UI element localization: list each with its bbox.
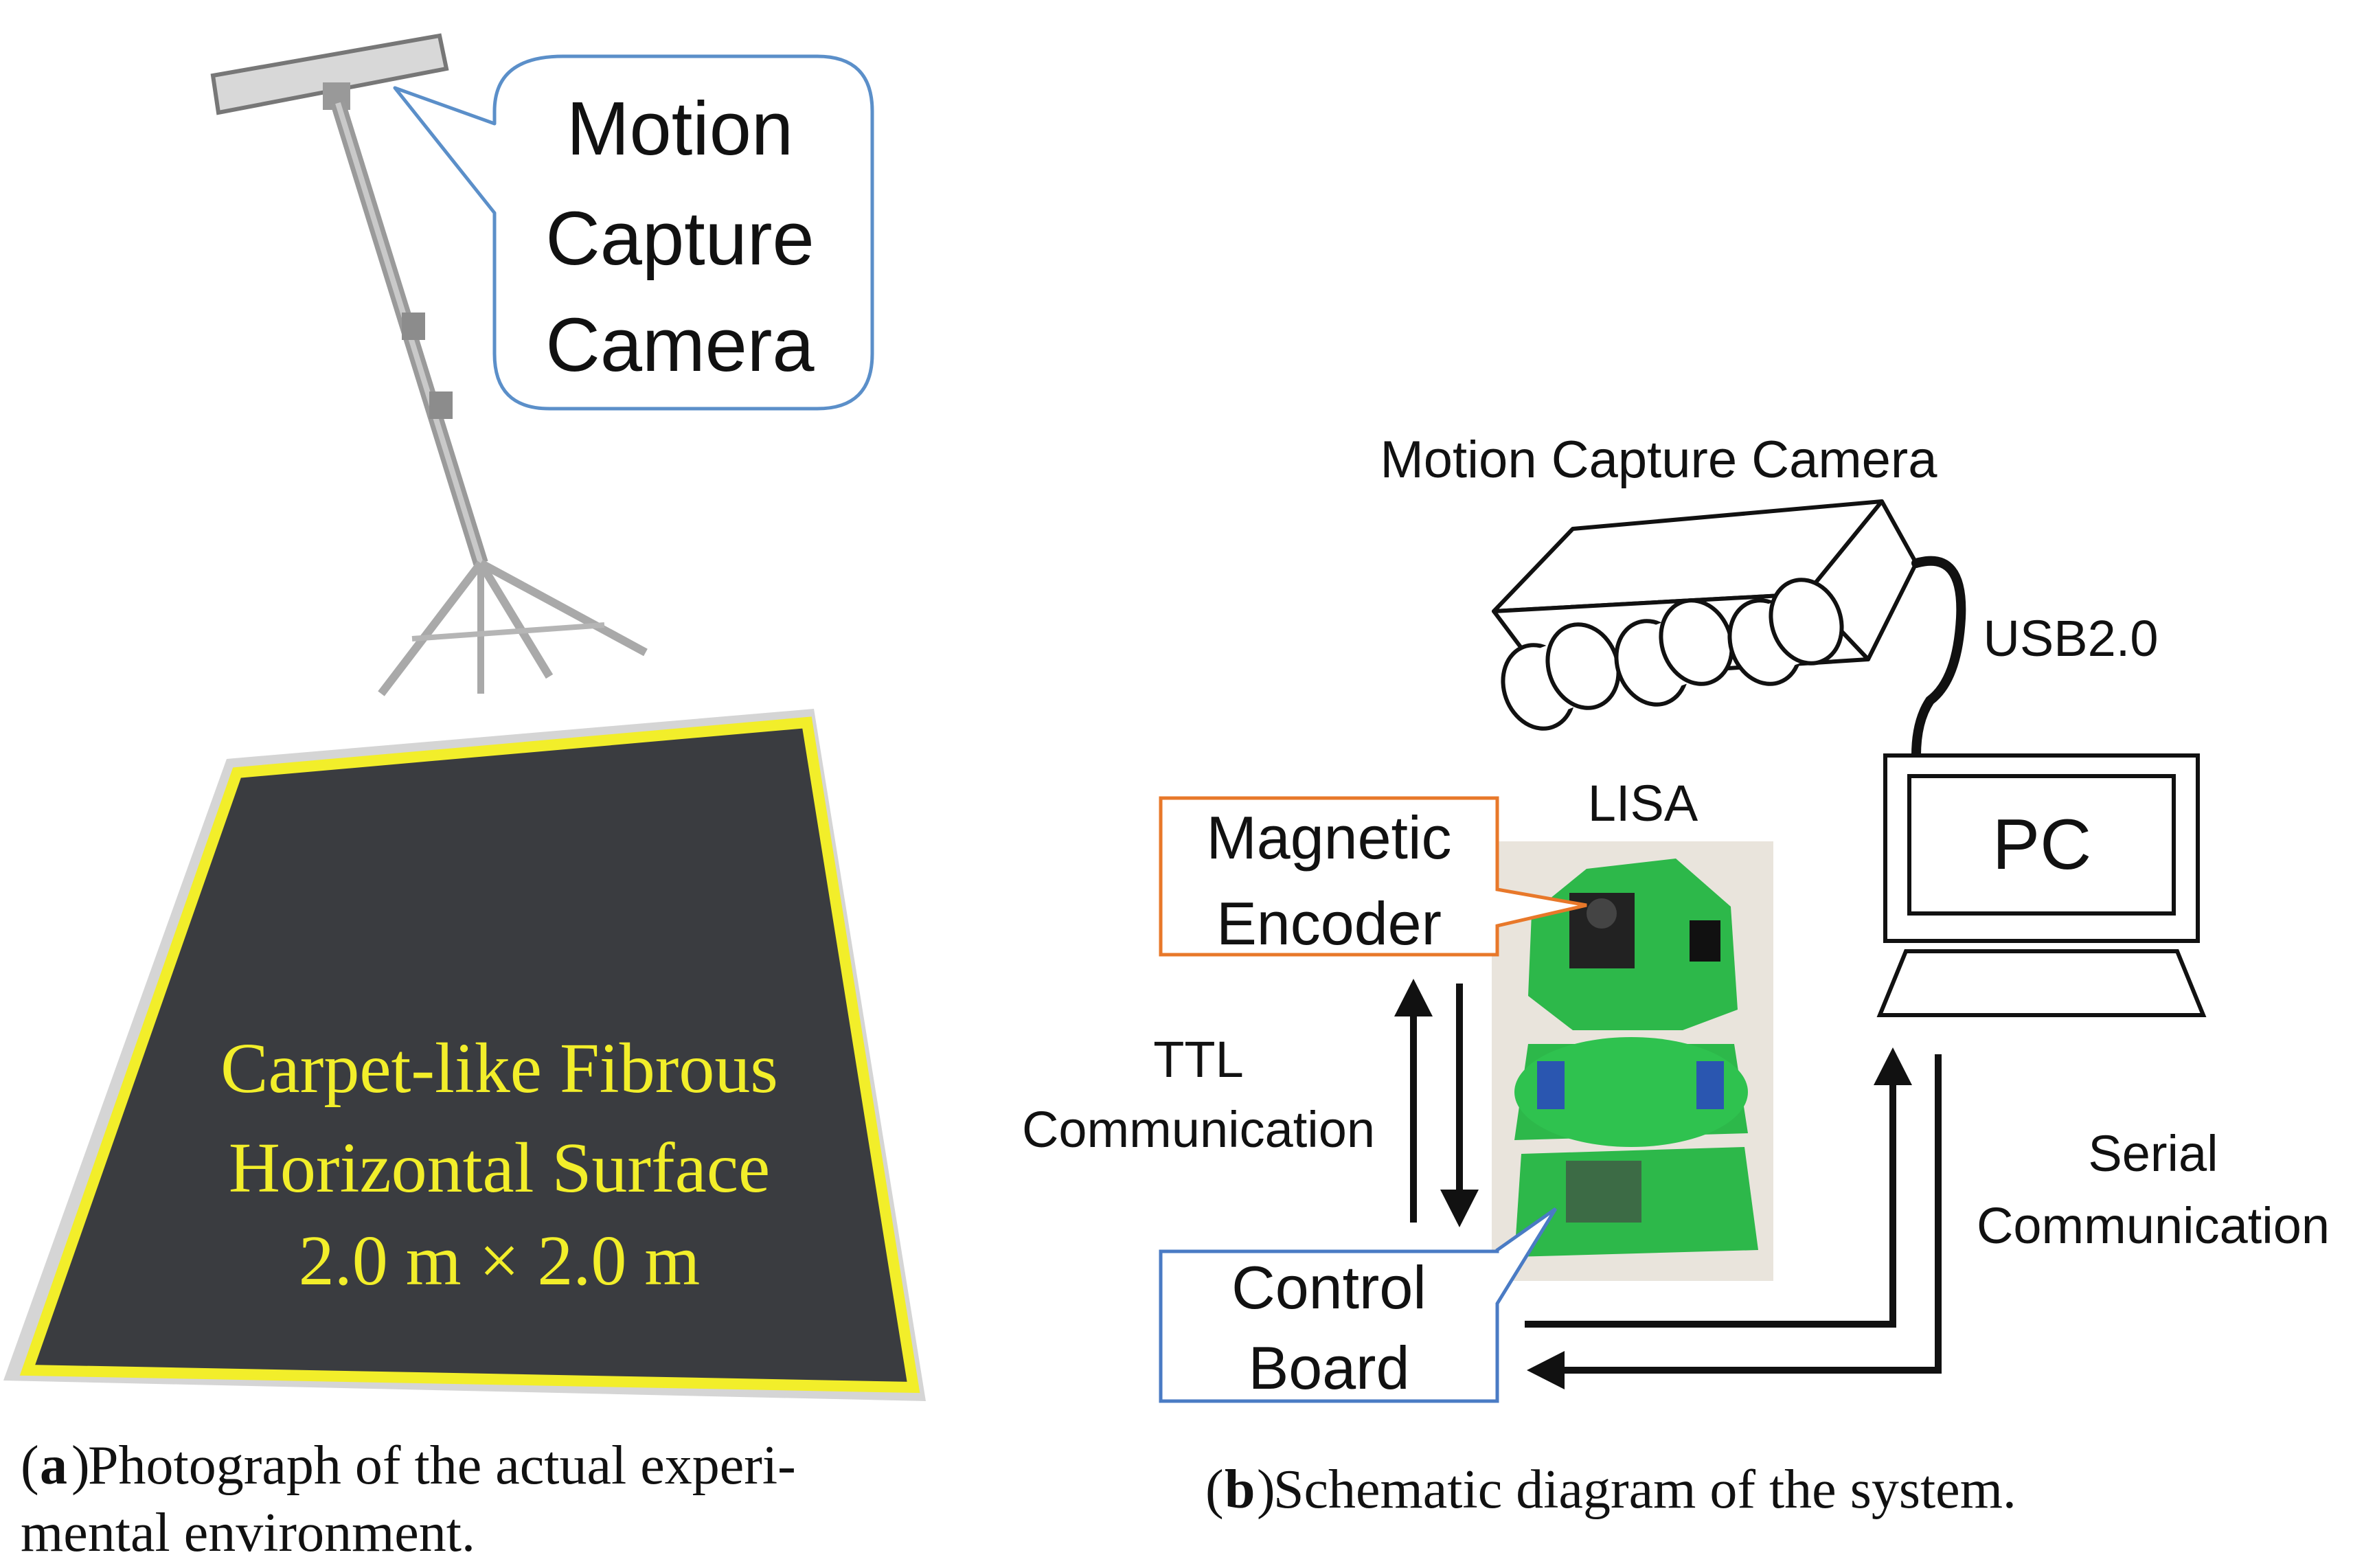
- ttl-label-line1: TTL: [1153, 1031, 1244, 1088]
- pc-label: PC: [1992, 805, 2091, 885]
- caption-a-line2: mental environment.: [21, 1503, 475, 1563]
- caption-a: ( a ) Photograph of the actual experi- m…: [21, 1435, 796, 1563]
- ttl-label-line2: Communication: [1022, 1101, 1375, 1158]
- callout-text-line2: Capture: [545, 196, 814, 281]
- control-label-line2: Board: [1249, 1334, 1410, 1402]
- motion-capture-camera-icon: [1492, 499, 1918, 731]
- callout-text-line1: Motion: [567, 87, 793, 171]
- surface-label-line2: Horizontal Surface: [229, 1128, 770, 1207]
- camera-tripod-photo: [210, 33, 648, 696]
- camera-callout: Motion Capture Camera: [393, 54, 874, 411]
- pc-icon: PC: [1876, 753, 2207, 1017]
- serial-label-line1: Serial: [2088, 1125, 2218, 1182]
- serial-label-line2: Communication: [1977, 1197, 2330, 1254]
- caption-a-paren-close: ): [71, 1435, 90, 1496]
- usb-cable: [1911, 556, 1966, 760]
- carpet-surface: Carpet-like Fibrous Horizontal Surface 2…: [3, 709, 926, 1401]
- caption-a-paren-open: (: [21, 1435, 39, 1496]
- surface-label-line1: Carpet-like Fibrous: [220, 1029, 778, 1108]
- caption-b-paren-close: ): [1257, 1459, 1275, 1520]
- caption-a-line1: Photograph of the actual experi-: [88, 1435, 796, 1496]
- encoder-callout: Magnetic Encoder: [1159, 796, 1587, 957]
- caption-a-letter: a: [40, 1435, 67, 1496]
- caption-b-letter: b: [1225, 1459, 1255, 1520]
- usb-label: USB2.0: [1983, 610, 2158, 667]
- serial-arrows: [1525, 1047, 1942, 1389]
- camera-label: Motion Capture Camera: [1380, 431, 1937, 489]
- caption-b: ( b ) Schematic diagram of the system.: [1205, 1459, 2016, 1520]
- encoder-label-line1: Magnetic: [1206, 804, 1451, 872]
- caption-b-paren-open: (: [1205, 1459, 1224, 1520]
- control-label-line1: Control: [1231, 1253, 1426, 1321]
- caption-b-text: Schematic diagram of the system.: [1273, 1459, 2016, 1520]
- control-board-callout: Control Board: [1159, 1207, 1558, 1403]
- panel-b: Motion Capture Camera USB2.0 PC: [1022, 431, 2330, 1520]
- panel-a: Motion Capture Camera Carpet-like Fibrou…: [3, 33, 926, 1563]
- robot-label: LISA: [1588, 775, 1698, 832]
- ttl-arrows: [1394, 979, 1479, 1227]
- encoder-label-line2: Encoder: [1216, 889, 1442, 957]
- surface-label-line3: 2.0 m × 2.0 m: [299, 1221, 700, 1300]
- callout-text-line3: Camera: [545, 303, 815, 387]
